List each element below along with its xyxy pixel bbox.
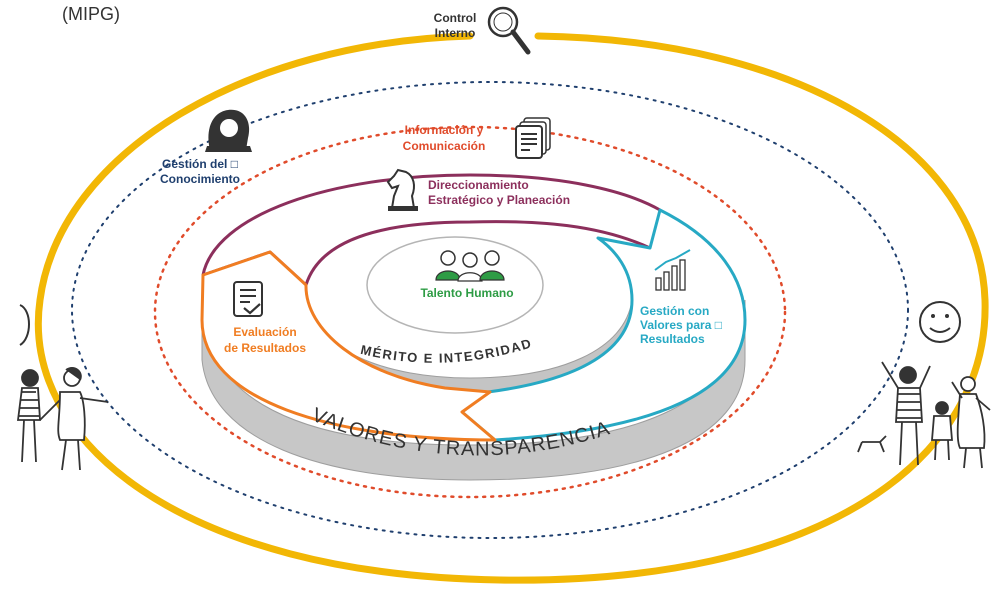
direccionamiento-label-1: Direccionamiento xyxy=(428,178,529,192)
direccionamiento-label-2: Estratégico y Planeación xyxy=(428,193,570,207)
document-icon xyxy=(515,117,551,159)
bar-chart-icon xyxy=(654,249,691,291)
control-interno-label-1: Control xyxy=(434,11,477,25)
conocimiento-label-2: Conocimiento xyxy=(160,172,240,186)
people-left-illustration xyxy=(16,367,109,471)
talento-humano-core xyxy=(366,236,544,334)
talento-humano-label: Talento Humano xyxy=(420,286,513,300)
conocimiento-ring xyxy=(71,81,909,539)
knowledge-head-icon xyxy=(205,109,252,152)
evaluacion-label-2: de Resultados xyxy=(224,341,306,355)
evaluacion-label-1: Evaluación xyxy=(233,325,296,339)
smiley-icon xyxy=(919,301,961,343)
informacion-ring xyxy=(153,125,787,499)
magnifier-icon xyxy=(487,6,531,55)
checklist-icon xyxy=(233,281,263,317)
people-group-icon xyxy=(435,250,505,282)
gestion-valores-label-2: Valores para □ xyxy=(640,318,722,332)
gestion-valores-label-3: Resultados xyxy=(640,332,705,346)
people-right-illustration xyxy=(857,361,991,469)
control-interno-label-2: Interno xyxy=(435,26,476,40)
control-interno-ring xyxy=(34,32,989,584)
informacion-label-1: Información y xyxy=(405,123,484,137)
conocimiento-label-1: Gestión del □ xyxy=(162,157,238,171)
page-title: (MIPG) xyxy=(62,4,120,24)
partial-face-icon xyxy=(19,304,30,346)
chess-knight-icon xyxy=(386,168,418,211)
evaluacion-arrow xyxy=(200,250,497,442)
informacion-label-2: Comunicación xyxy=(403,139,486,153)
gestion-valores-label-1: Gestión con xyxy=(640,304,709,318)
